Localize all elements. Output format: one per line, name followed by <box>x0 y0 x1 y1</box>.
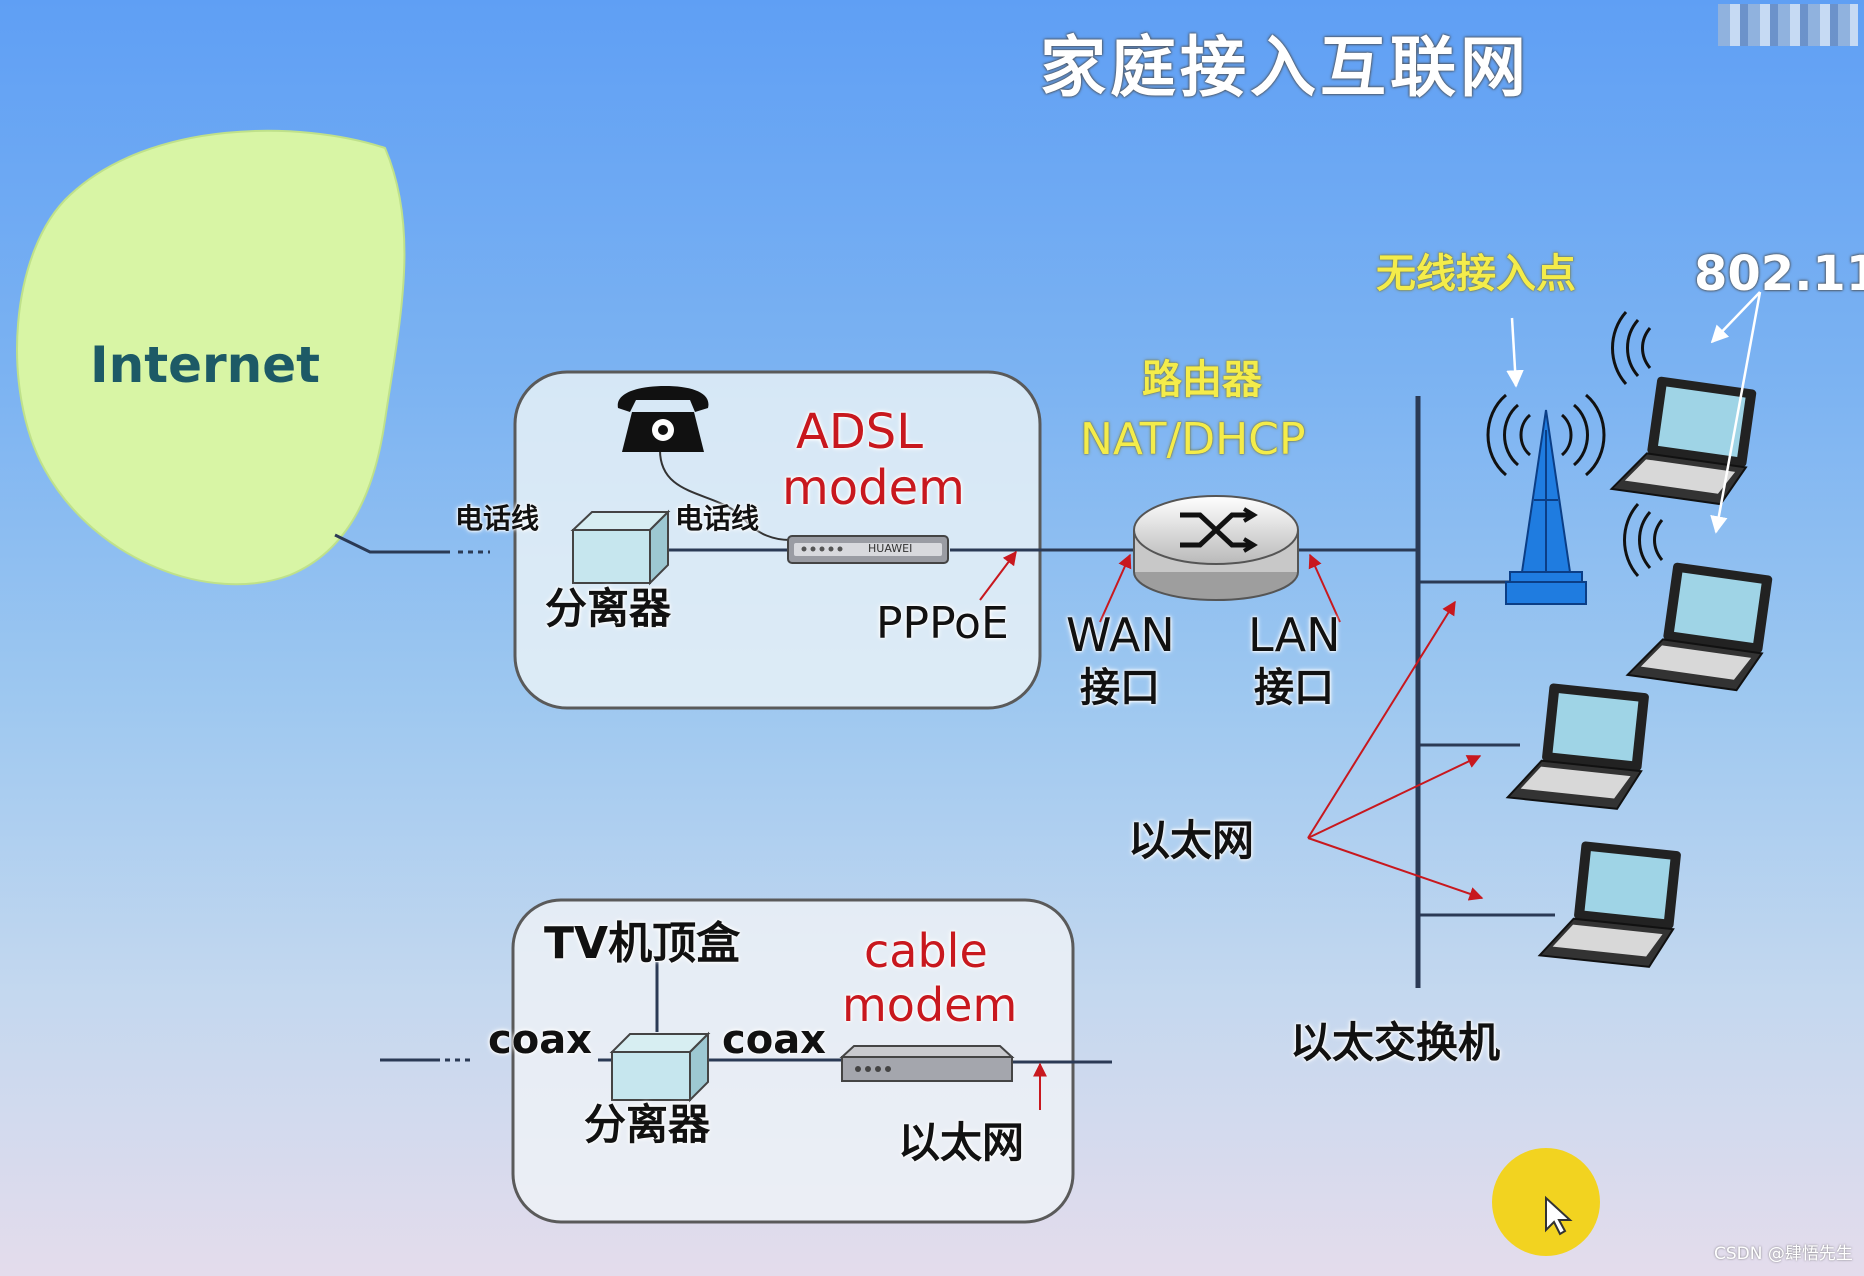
telephone-icon <box>617 386 709 452</box>
coax-right-label: coax <box>722 1017 826 1063</box>
wireless-standard-label: 802.11 <box>1694 246 1864 302</box>
switch-branches <box>1418 743 1555 917</box>
adsl-modem-label-1: ADSL <box>796 404 924 460</box>
adsl-group-box <box>513 370 1042 710</box>
watermark: CSDN @肆悟先生 <box>1714 1244 1853 1264</box>
laptop-icon-3 <box>1505 683 1649 810</box>
adsl-modem-label-2: modem <box>782 460 965 516</box>
phone-cord <box>659 449 791 541</box>
ethernet-label: 以太网 <box>1128 816 1255 865</box>
wireless-ap-label: 无线接入点 <box>1376 250 1576 297</box>
internet-label: Internet <box>90 336 321 394</box>
cable-modem-label-2: modem <box>842 978 1018 1032</box>
cable-ethernet-label: 以太网 <box>898 1118 1025 1167</box>
router-function-label: NAT/DHCP <box>1080 414 1306 465</box>
lan-label: LAN <box>1248 608 1341 662</box>
coax-left-label: coax <box>488 1017 592 1063</box>
blurred-logo <box>1718 4 1858 46</box>
white-arrows <box>1506 291 1762 534</box>
internet-cloud <box>16 129 406 586</box>
router-name-label: 路由器 <box>1142 356 1262 403</box>
router-icon <box>1133 495 1299 601</box>
laptop-icon-2 <box>1625 562 1773 692</box>
phone-line-right-label: 电话线 <box>675 502 760 535</box>
red-arrows <box>979 550 1484 1110</box>
cable-modem-label-1: cable <box>864 924 988 978</box>
page-title: 家庭接入互联网 <box>1040 28 1530 106</box>
adsl-splitter-label: 分离器 <box>545 584 672 633</box>
phone-line-left-label: 电话线 <box>455 502 540 535</box>
adsl-modem-brand: HUAWEI <box>868 542 913 555</box>
cable-splitter-icon <box>609 1031 711 1103</box>
laptop-wifi-waves <box>1611 310 1664 578</box>
laptop-icon-1 <box>1609 376 1757 506</box>
tv-settop-label: TV机顶盒 <box>544 918 741 969</box>
wan-port-label: 接口 <box>1080 664 1160 711</box>
cable-splitter-label: 分离器 <box>584 1100 711 1149</box>
wan-label: WAN <box>1066 608 1175 662</box>
adsl-line <box>334 533 1510 584</box>
adsl-modem-icon <box>787 535 949 564</box>
wireless-ap-icon <box>1486 393 1606 605</box>
pppoe-label: PPPoE <box>876 598 1009 649</box>
cursor-highlight <box>1492 1148 1600 1256</box>
lan-port-label: 接口 <box>1254 664 1334 711</box>
cable-line <box>380 962 1112 1064</box>
laptop-icon-4 <box>1537 841 1681 968</box>
cable-modem-icon <box>839 1045 1015 1082</box>
ethernet-switch-label: 以太交换机 <box>1290 1018 1501 1067</box>
adsl-splitter-icon <box>570 509 671 586</box>
